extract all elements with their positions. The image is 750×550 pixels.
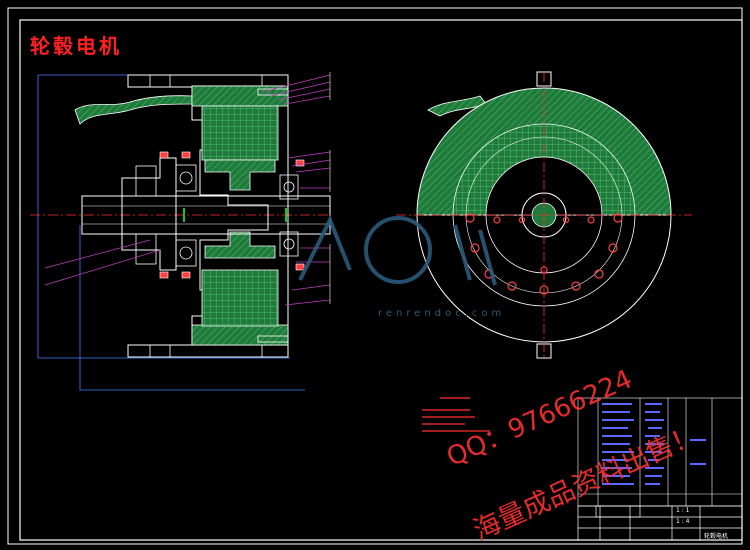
rim-bottom: [127, 344, 289, 358]
outer-disc-bottom: [416, 214, 672, 343]
rim-top: [127, 74, 289, 88]
bearings: [175, 164, 299, 267]
bom-table: [577, 397, 743, 507]
section-view: [30, 72, 331, 391]
title-block-name: 轮毂电机: [704, 533, 729, 540]
inner-frame: [19, 19, 743, 541]
watermark-logo: [298, 215, 497, 286]
coil-top: [201, 105, 279, 161]
bom-entries: [602, 403, 706, 485]
coil-bottom: [201, 269, 279, 327]
hub-flange: [121, 157, 177, 271]
drawing-title: 轮毂电机: [30, 34, 122, 58]
title-block-sheet: 1 : 4: [676, 518, 690, 525]
shaft: [81, 195, 331, 235]
watermark-site: renrendoc.com: [378, 308, 506, 319]
dimension-line-bottom: [79, 225, 305, 391]
bolt-holes: [465, 213, 623, 295]
bolts: [159, 151, 305, 279]
dimension-line-left: [37, 75, 290, 359]
title-block: [577, 505, 743, 541]
tire-section: [74, 95, 193, 125]
title-block-scale: 1 : 1: [676, 507, 690, 514]
end-view: [396, 71, 692, 360]
leader-lines: [44, 74, 331, 306]
shaft-markers: [183, 208, 287, 222]
technical-notes: [422, 397, 490, 432]
